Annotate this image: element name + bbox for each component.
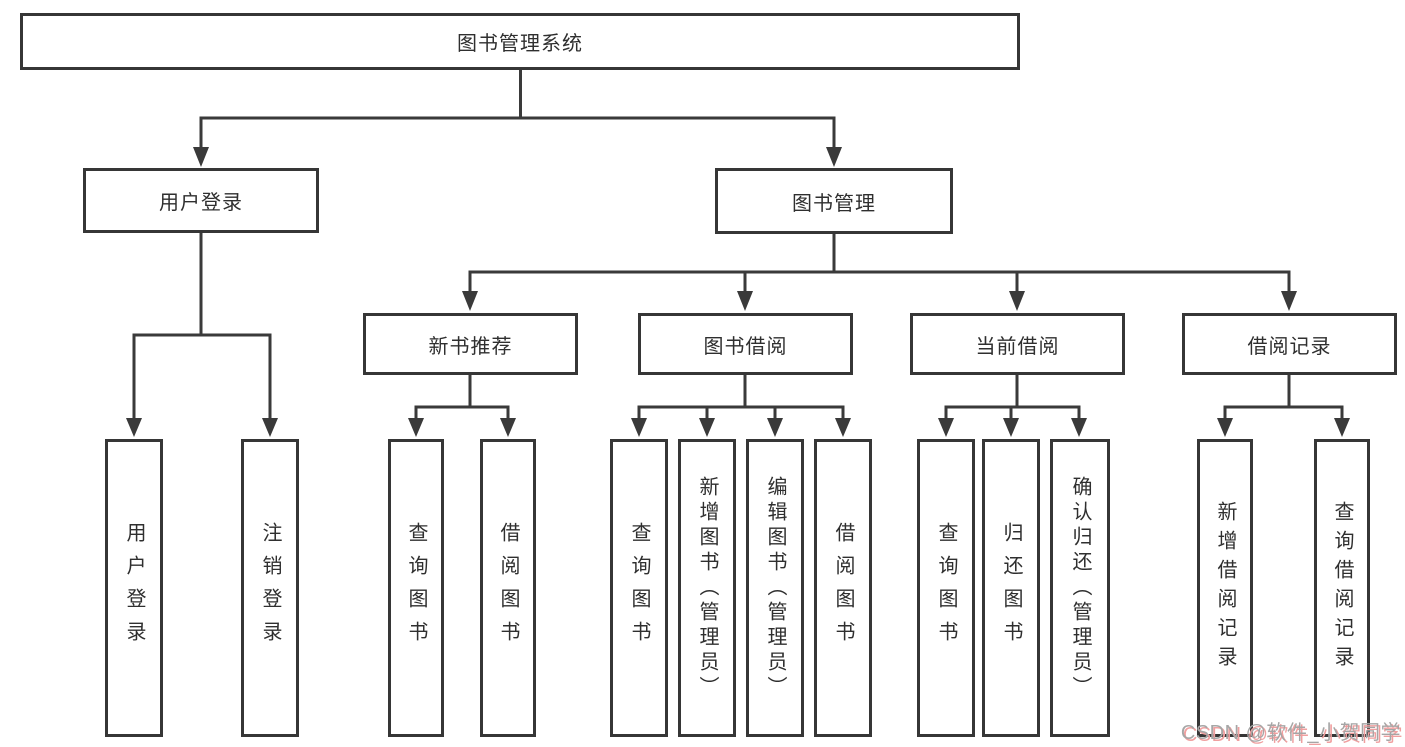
leaf-bb-add-books-admin: 新增图书（管理员） — [678, 439, 736, 737]
leaf-nb-query-books: 查询图书 — [388, 439, 444, 737]
leaf-logout-label: 注销登录 — [259, 522, 281, 654]
arrow-leaf-bb-edit — [767, 418, 783, 437]
node-current-borrow-label: 当前借阅 — [975, 335, 1060, 358]
leaf-bb-borrow-books: 借阅图书 — [814, 439, 872, 737]
edge-root-branch — [199, 116, 836, 148]
node-borrow-records: 借阅记录 — [1182, 313, 1397, 375]
arrow-leaf-cb-return — [1003, 418, 1019, 437]
leaf-cb-query-books: 查询图书 — [917, 439, 975, 737]
arrow-book-mgmt — [826, 147, 842, 167]
arrow-leaf-bb-query — [631, 418, 647, 437]
leaf-bb-query-books: 查询图书 — [610, 439, 668, 737]
leaf-cb-confirm-return-admin-label: 确认归还（管理员） — [1069, 475, 1091, 701]
leaf-bb-edit-books-admin-label: 编辑图书（管理员） — [764, 475, 786, 701]
edge-user-login-branch — [132, 333, 272, 420]
edge-new-book-branch — [414, 405, 510, 421]
leaf-logout: 注销登录 — [241, 439, 299, 737]
leaf-user-login: 用户登录 — [105, 439, 163, 737]
leaf-bb-edit-books-admin: 编辑图书（管理员） — [746, 439, 804, 737]
leaf-user-login-label: 用户登录 — [123, 522, 145, 654]
leaf-br-query-record: 查询借阅记录 — [1314, 439, 1370, 737]
leaf-bb-borrow-books-label: 借阅图书 — [832, 522, 854, 654]
node-current-borrow: 当前借阅 — [910, 313, 1125, 375]
leaf-nb-query-books-label: 查询图书 — [405, 522, 427, 654]
leaf-br-add-record-label: 新增借阅记录 — [1214, 501, 1236, 675]
leaf-br-query-record-label: 查询借阅记录 — [1331, 501, 1353, 675]
node-book-borrow: 图书借阅 — [638, 313, 853, 375]
arrow-leaf-br-query — [1334, 418, 1350, 437]
leaf-bb-add-books-admin-label: 新增图书（管理员） — [696, 475, 718, 701]
leaf-bb-query-books-label: 查询图书 — [628, 522, 650, 654]
leaf-cb-return-books-label: 归还图书 — [1000, 522, 1022, 654]
leaf-cb-return-books: 归还图书 — [982, 439, 1040, 737]
node-root: 图书管理系统 — [20, 13, 1020, 70]
csdn-watermark: CSDN @软件_小贺同学 — [1180, 722, 1401, 744]
edge-borrow-records-branch — [1223, 405, 1344, 421]
arrow-book-borrow — [737, 291, 753, 311]
node-borrow-records-label: 借阅记录 — [1247, 335, 1332, 358]
arrow-new-book — [462, 291, 478, 311]
arrow-leaf-cb-query — [938, 418, 954, 437]
arrow-leaf-cb-confirm — [1071, 418, 1087, 437]
arrow-current-borrow — [1009, 291, 1025, 311]
arrow-leaf-bb-borrow — [835, 418, 851, 437]
edge-book-borrow-branch — [637, 405, 845, 421]
arrowheads — [126, 147, 1350, 437]
arrow-leaf-user-login — [126, 418, 142, 437]
edge-book-mgmt-branch — [468, 270, 1291, 294]
node-book-borrow-label: 图书借阅 — [703, 335, 788, 358]
leaf-nb-borrow-books: 借阅图书 — [480, 439, 536, 737]
arrow-leaf-br-add — [1217, 418, 1233, 437]
node-user-login-label: 用户登录 — [159, 192, 243, 214]
node-new-book-recommend-label: 新书推荐 — [428, 335, 513, 358]
leaf-cb-query-books-label: 查询图书 — [935, 522, 957, 654]
node-book-mgmt: 图书管理 — [715, 168, 953, 234]
leaf-nb-borrow-books-label: 借阅图书 — [497, 522, 519, 654]
arrow-leaf-logout — [262, 418, 278, 437]
arrow-user-login — [193, 147, 209, 167]
node-root-label: 图书管理系统 — [457, 33, 583, 55]
node-new-book-recommend: 新书推荐 — [363, 313, 578, 375]
arrow-borrow-records — [1281, 291, 1297, 311]
arrow-leaf-nb-borrow — [500, 418, 516, 437]
node-book-mgmt-label: 图书管理 — [792, 192, 876, 215]
leaf-cb-confirm-return-admin: 确认归还（管理员） — [1050, 439, 1110, 737]
node-user-login: 用户登录 — [83, 168, 319, 233]
arrow-leaf-bb-add — [699, 418, 715, 437]
leaf-br-add-record: 新增借阅记录 — [1197, 439, 1253, 737]
arrow-leaf-nb-query — [408, 418, 424, 437]
